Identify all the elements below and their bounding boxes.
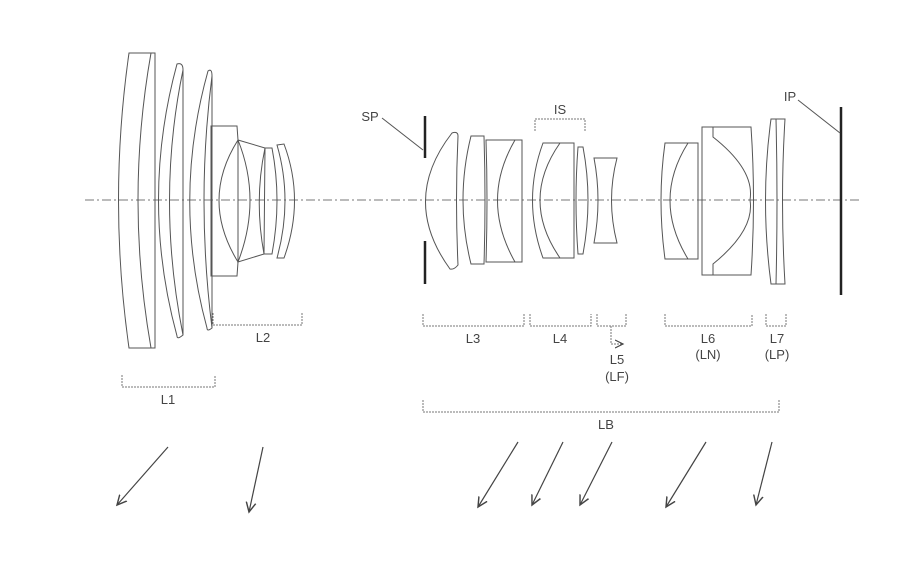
- bracket-l5: [596, 314, 627, 327]
- movement-arrows: [117, 441, 773, 512]
- bracket-l2: [212, 313, 303, 326]
- lens-group-l1: [118, 52, 213, 349]
- bracket-l1: [121, 375, 216, 388]
- lens-group-l6: [660, 126, 754, 276]
- arrow-l6: [666, 441, 707, 507]
- arrow-l3: [478, 441, 519, 507]
- label-l3: L3: [466, 331, 480, 346]
- label-lb: LB: [598, 417, 614, 432]
- arrow-l4: [532, 441, 564, 505]
- label-l2: L2: [256, 330, 270, 345]
- lens-group-l3: [425, 131, 523, 270]
- label-l7: L7: [770, 331, 784, 346]
- lens-l7: [765, 118, 786, 285]
- bracket-is: [534, 118, 586, 131]
- label-sp: SP: [361, 109, 378, 124]
- label-l5-sub: (LF): [605, 369, 629, 384]
- label-l4: L4: [553, 331, 567, 346]
- label-l6: L6: [701, 331, 715, 346]
- label-is: IS: [554, 102, 567, 117]
- arrow-l1: [117, 446, 169, 505]
- bracket-lb: [422, 400, 780, 413]
- lens-l5: [593, 157, 618, 244]
- label-ip: IP: [784, 89, 796, 104]
- bracket-l7: [765, 314, 787, 327]
- label-l6-sub: (LN): [695, 347, 720, 362]
- ip-leader-line: [797, 99, 841, 134]
- sp-leader-line: [381, 117, 424, 151]
- bracket-l4: [529, 314, 592, 327]
- bracket-l3: [422, 314, 525, 327]
- bracket-l6: [664, 314, 753, 327]
- arrow-l2: [249, 446, 264, 512]
- arrow-l5: [580, 441, 613, 505]
- label-l7-sub: (LP): [765, 347, 790, 362]
- lens-group-l2: [210, 125, 295, 277]
- label-l5: L5: [610, 352, 624, 367]
- lens-group-l4: [532, 142, 589, 259]
- arrow-l7: [756, 441, 773, 505]
- l5-pointer-arrow: [610, 326, 623, 344]
- label-l1: L1: [161, 392, 175, 407]
